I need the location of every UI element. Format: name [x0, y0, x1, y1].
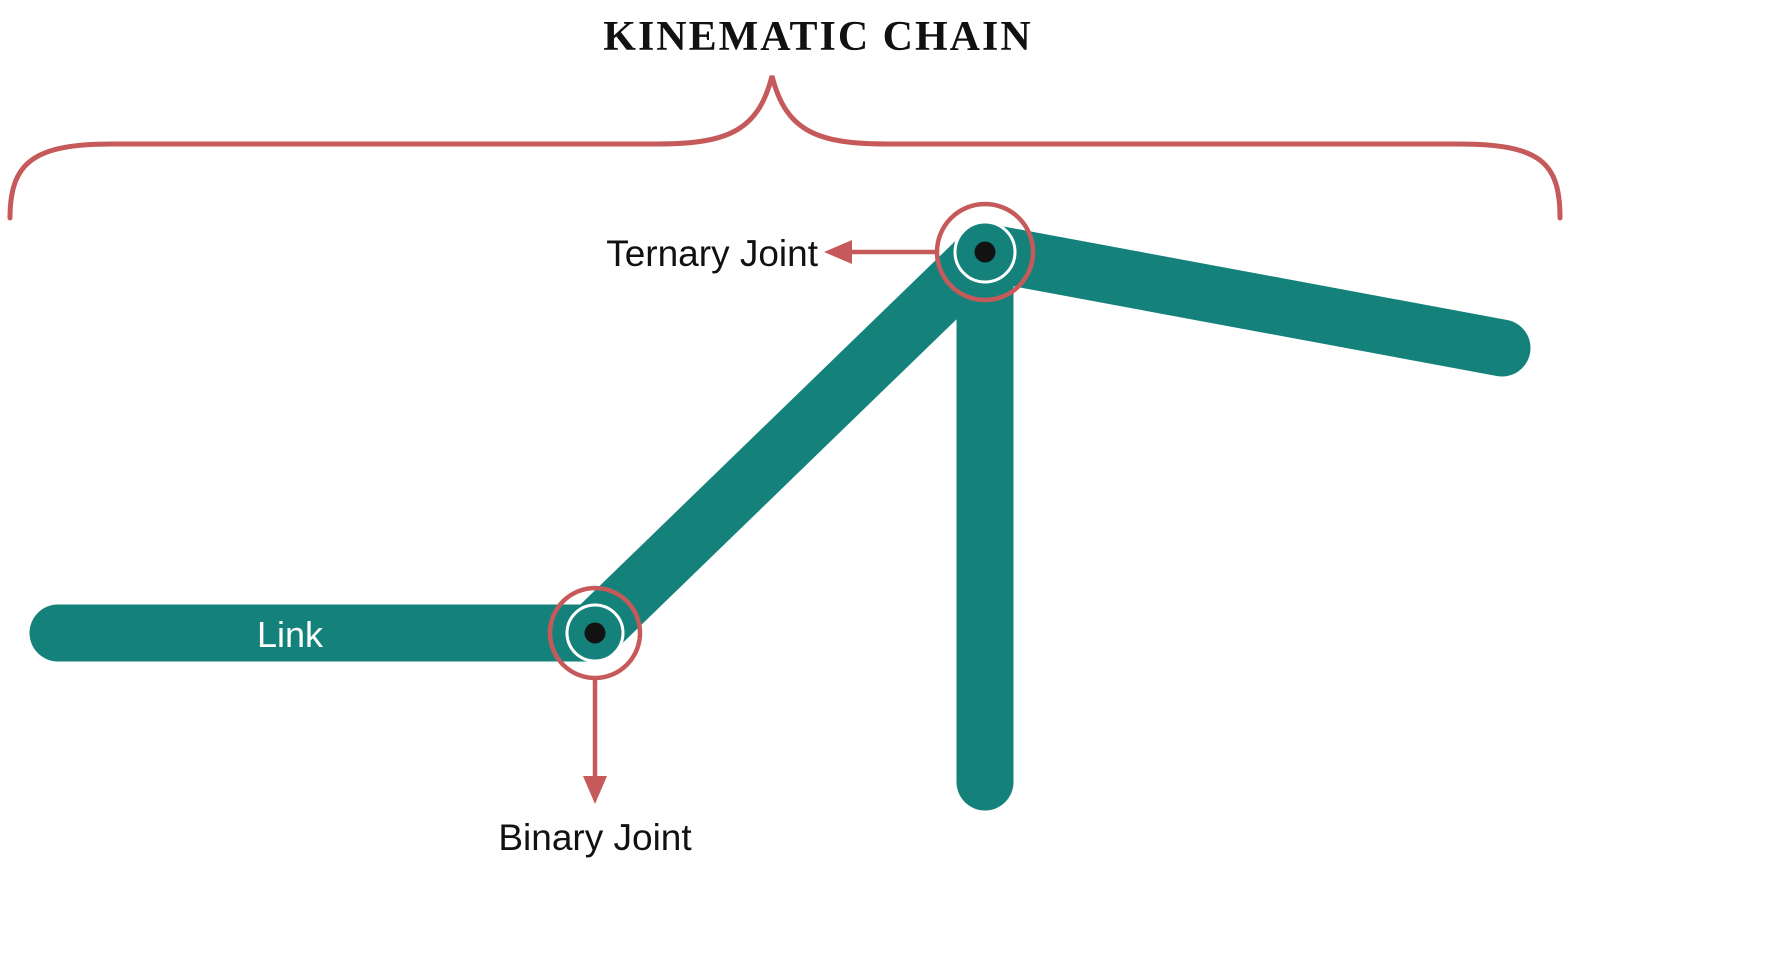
link-right-diagonal	[956, 223, 1531, 377]
brace-kinematic-chain	[7, 75, 1563, 221]
link-diagonal	[563, 223, 1014, 662]
link-label: Link	[257, 614, 324, 655]
ternary-joint-circle	[934, 201, 1036, 303]
binary-joint-circle	[547, 585, 643, 681]
ternary-arrowhead-icon	[824, 240, 852, 264]
binary-joint-label: Binary Joint	[498, 817, 692, 858]
ternary-joint-label: Ternary Joint	[606, 233, 819, 274]
binary-joint-inner-ring	[565, 603, 625, 663]
binary-arrowhead-icon	[583, 776, 607, 804]
binary-joint-dot	[584, 622, 606, 644]
diagram-title: KINEMATIC CHAIN	[603, 14, 1032, 60]
links-group	[29, 223, 1531, 811]
ternary-joint-dot	[974, 241, 996, 263]
ternary-joint-inner-ring	[953, 220, 1017, 284]
